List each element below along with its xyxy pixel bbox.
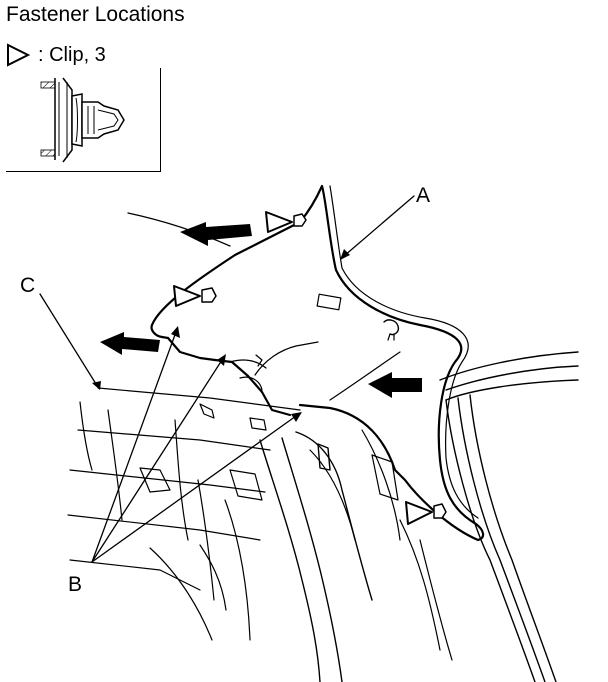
clip-detail-inset	[6, 68, 161, 172]
clip-triangle-icon	[173, 211, 433, 525]
diagram-title: Fastener Locations	[6, 3, 185, 26]
clip-detail-illustration	[40, 77, 125, 163]
clip-legend-label: : Clip, 3	[38, 43, 106, 66]
callout-leader-lines	[39, 195, 415, 563]
clip-legend: : Clip, 3	[6, 42, 106, 68]
callout-a-label: A	[416, 184, 431, 207]
removal-direction-arrow-icon	[100, 222, 422, 398]
callout-c-label: C	[20, 274, 36, 297]
seat-belt	[259, 431, 373, 682]
callout-b-label: B	[68, 573, 83, 596]
clip-triangle-icon	[7, 43, 31, 67]
leader-arrowheads	[92, 249, 350, 422]
clip-fastener	[201, 213, 447, 519]
vehicle-body-structure	[67, 341, 453, 661]
body-pillar-frame	[439, 351, 579, 682]
